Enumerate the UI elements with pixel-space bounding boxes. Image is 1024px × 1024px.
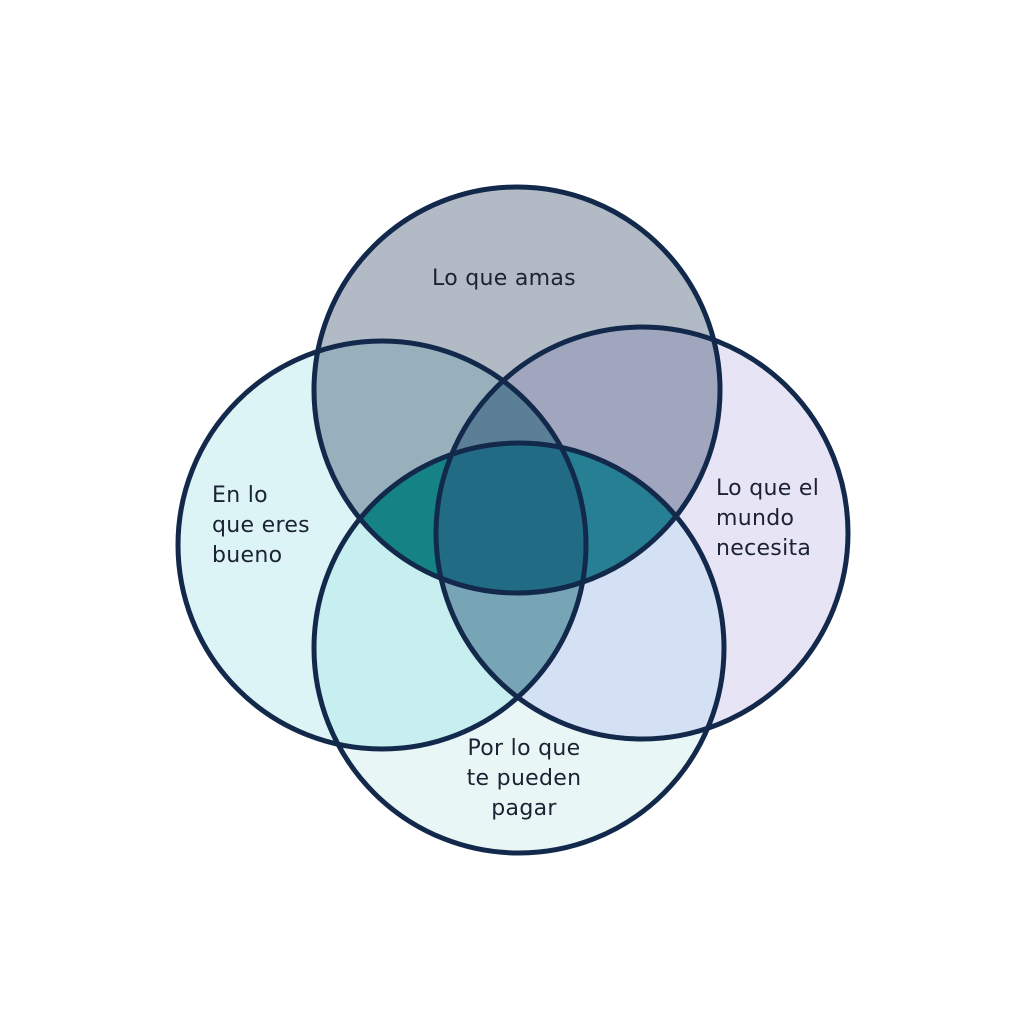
label-line: necesita: [716, 536, 812, 561]
circle-outline-left: [175, 338, 589, 752]
circle-outline-bottom: [311, 440, 727, 856]
label-line: pagar: [491, 796, 557, 821]
label-line: bueno: [212, 543, 283, 568]
label-line: En lo: [212, 483, 268, 508]
overlap-top-left-right: [436, 341, 586, 593]
label-lo-que-el-mundo-necesita: Lo que el mundo necesita: [716, 474, 846, 564]
overlap-top-left-bottom: [314, 443, 586, 593]
circle-outline-right: [433, 324, 851, 742]
label-line: mundo: [716, 506, 795, 531]
label-line: Lo que el: [716, 476, 820, 501]
label-line: que eres: [212, 513, 310, 538]
circle-outline-top: [311, 184, 723, 596]
overlap-top-right-bottom: [436, 443, 720, 593]
label-en-lo-que-eres-bueno: En lo que eres bueno: [212, 481, 342, 571]
label-por-lo-que-te-pueden-pagar: Por lo que te pueden pagar: [424, 734, 624, 824]
label-line: Por lo que: [467, 736, 581, 761]
label-line: te pueden: [466, 766, 582, 791]
label-line: Lo que amas: [432, 266, 576, 291]
label-lo-que-amas: Lo que amas: [404, 264, 604, 294]
overlap-left-right-bottom: [436, 443, 586, 739]
